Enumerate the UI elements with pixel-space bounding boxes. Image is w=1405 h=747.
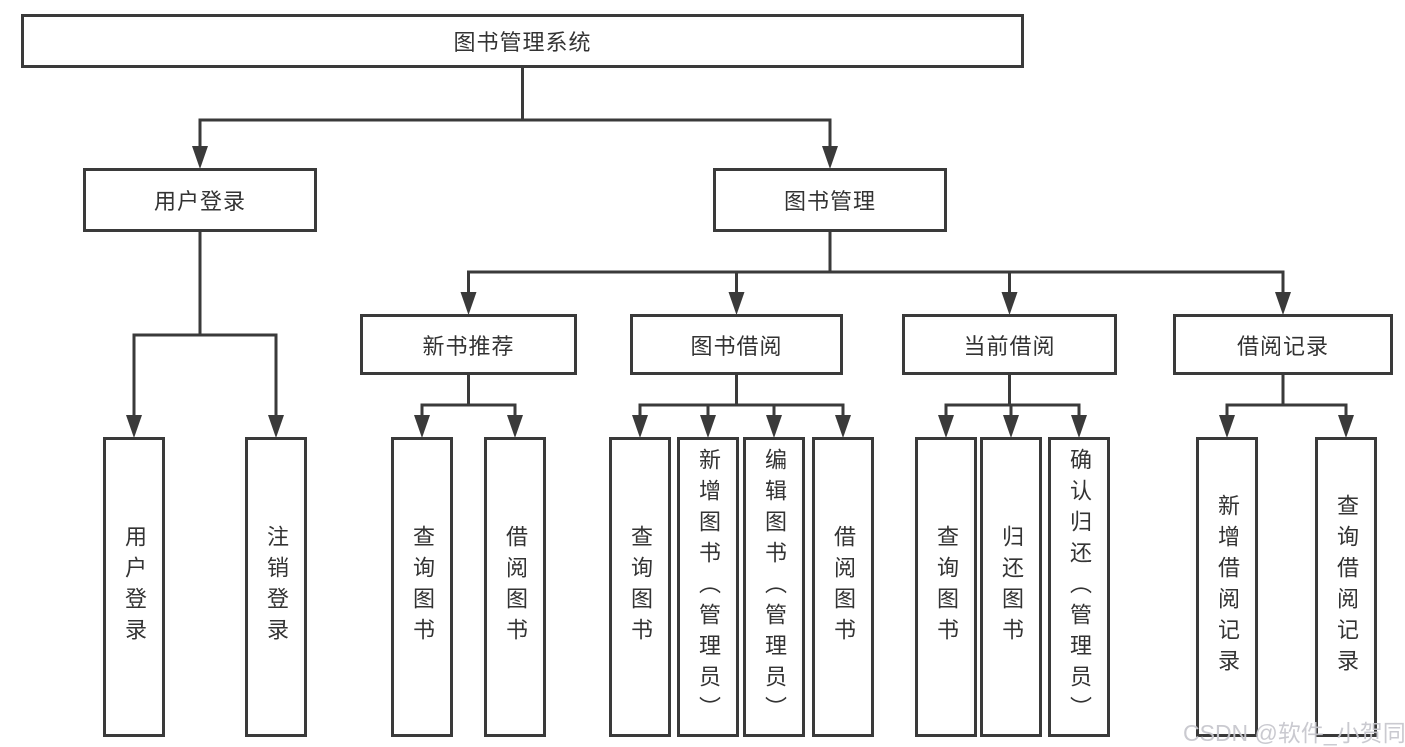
arrow-down-icon xyxy=(1275,292,1291,315)
leaf-return-books-label: 归还图书 xyxy=(999,525,1024,649)
node-new-book-recommend-label: 新书推荐 xyxy=(422,333,515,359)
arrow-down-icon xyxy=(1001,292,1018,315)
arrow-down-icon xyxy=(1219,415,1235,438)
leaf-user-login-label: 用户登录 xyxy=(122,525,147,649)
arrow-down-icon xyxy=(766,415,782,438)
leaf-add-borrow-record-label: 新增借阅记录 xyxy=(1215,494,1240,680)
arrow-down-icon xyxy=(268,415,284,438)
leaf-edit-books-admin: 编辑图书（管理员） xyxy=(743,437,805,737)
leaf-borrow-books-2-label: 借阅图书 xyxy=(831,525,856,649)
node-user-login: 用户登录 xyxy=(83,168,317,232)
node-book-borrow-label: 图书借阅 xyxy=(690,333,783,359)
leaf-borrow-books-1-label: 借阅图书 xyxy=(503,525,528,649)
leaf-edit-books-admin-label: 编辑图书（管理员） xyxy=(762,447,787,727)
leaf-borrow-books-2: 借阅图书 xyxy=(812,437,874,737)
node-user-login-label: 用户登录 xyxy=(153,189,246,214)
node-book-management: 图书管理 xyxy=(713,168,947,232)
arrow-down-icon xyxy=(835,415,851,438)
leaf-query-books-3: 查询图书 xyxy=(915,437,977,737)
node-borrow-records: 借阅记录 xyxy=(1173,314,1393,375)
leaf-logout: 注销登录 xyxy=(245,437,307,737)
leaf-borrow-books-1: 借阅图书 xyxy=(484,437,546,737)
leaf-query-books-2-label: 查询图书 xyxy=(628,525,653,649)
leaf-add-books-admin: 新增图书（管理员） xyxy=(677,437,739,737)
leaf-confirm-return-admin: 确认归还（管理员） xyxy=(1048,437,1110,737)
arrow-down-icon xyxy=(507,415,523,438)
leaf-logout-label: 注销登录 xyxy=(264,525,289,649)
arrow-down-icon xyxy=(1071,415,1087,438)
leaf-query-borrow-record: 查询借阅记录 xyxy=(1315,437,1377,737)
node-new-book-recommend: 新书推荐 xyxy=(360,314,577,375)
arrow-down-icon xyxy=(822,146,838,169)
arrow-down-icon xyxy=(1338,415,1354,438)
leaf-add-borrow-record: 新增借阅记录 xyxy=(1196,437,1258,737)
arrow-down-icon xyxy=(414,415,430,438)
arrow-down-icon xyxy=(192,146,208,169)
arrow-down-icon xyxy=(728,292,745,315)
node-current-borrow-label: 当前借阅 xyxy=(963,333,1056,359)
node-book-management-label: 图书管理 xyxy=(783,189,876,214)
arrow-down-icon xyxy=(460,292,477,315)
node-root-label: 图书管理系统 xyxy=(453,30,592,55)
leaf-query-books-1: 查询图书 xyxy=(391,437,453,737)
leaf-confirm-return-admin-label: 确认归还（管理员） xyxy=(1067,447,1092,727)
arrow-down-icon xyxy=(938,415,954,438)
arrow-down-icon xyxy=(126,415,142,438)
leaf-add-books-admin-label: 新增图书（管理员） xyxy=(696,447,721,727)
arrow-down-icon xyxy=(1003,415,1019,438)
leaf-query-borrow-record-label: 查询借阅记录 xyxy=(1334,494,1359,680)
leaf-query-books-1-label: 查询图书 xyxy=(410,525,435,649)
node-book-borrow: 图书借阅 xyxy=(630,314,843,375)
node-root: 图书管理系统 xyxy=(21,14,1024,68)
node-current-borrow: 当前借阅 xyxy=(902,314,1117,375)
leaf-query-books-2: 查询图书 xyxy=(609,437,671,737)
leaf-query-books-3-label: 查询图书 xyxy=(934,525,959,649)
arrow-down-icon xyxy=(700,415,716,438)
leaf-user-login: 用户登录 xyxy=(103,437,165,737)
watermark-text: CSDN @软件_小贺同学 xyxy=(1183,720,1405,746)
arrow-down-icon xyxy=(632,415,648,438)
leaf-return-books: 归还图书 xyxy=(980,437,1042,737)
node-borrow-records-label: 借阅记录 xyxy=(1236,333,1329,359)
